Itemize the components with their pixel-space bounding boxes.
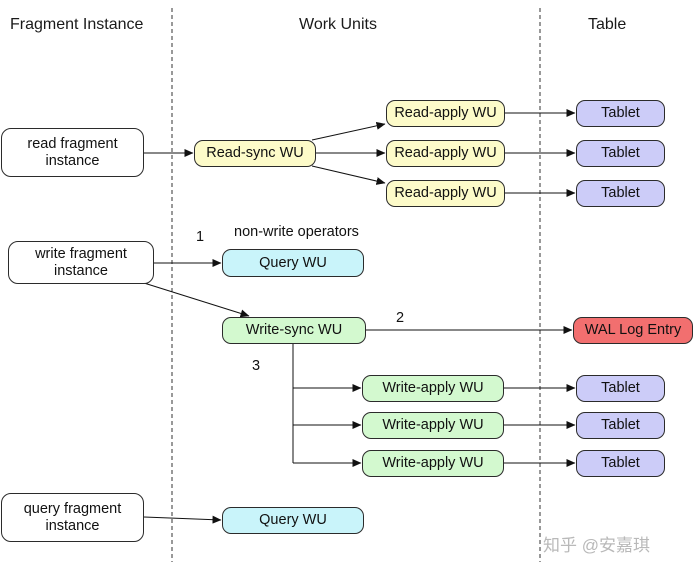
query-wu-label: Query WU [259, 512, 327, 528]
read-fragment-instance-label: read fragment instance [27, 135, 118, 169]
read-apply-wu-label: Read-apply WU [394, 105, 497, 121]
write-sync-wu: Write-sync WU [222, 317, 366, 344]
read-apply-wu-1: Read-apply WU [386, 100, 505, 127]
arrow-read-sync-to-read-apply-1 [311, 121, 386, 141]
step-2-label: 2 [396, 310, 405, 326]
tablet-read-1: Tablet [576, 100, 665, 127]
arrow-read-sync-to-read-apply-3 [311, 165, 386, 185]
query-wu-label: Query WU [259, 254, 327, 271]
query-wu-query: Query WU [222, 507, 364, 534]
step-1-label: 1 [196, 229, 205, 245]
column-title-work-units: Work Units [299, 16, 377, 33]
wal-log-entry: WAL Log Entry [573, 317, 693, 344]
read-apply-wu-2: Read-apply WU [386, 140, 505, 167]
arrow-write-instance-to-write-sync [143, 282, 250, 318]
tablet-label: Tablet [601, 185, 640, 201]
tablet-write-2: Tablet [576, 412, 665, 439]
write-apply-wu-label: Write-apply WU [382, 380, 484, 396]
step-3-label: 3 [252, 358, 261, 374]
query-wu-write: Query WU [222, 249, 364, 277]
write-apply-wu-label: Write-apply WU [382, 417, 484, 433]
non-write-operators-label: non-write operators [234, 224, 359, 240]
write-fragment-instance: write fragment instance [8, 241, 154, 284]
write-sync-wu-label: Write-sync WU [245, 322, 343, 338]
column-title-fragment-instance: Fragment Instance [10, 16, 144, 33]
write-apply-wu-label: Write-apply WU [382, 455, 484, 471]
write-fragment-instance-label: write fragment instance [35, 245, 127, 279]
tablet-label: Tablet [601, 105, 640, 121]
write-apply-wu-2: Write-apply WU [362, 412, 504, 439]
read-apply-wu-3: Read-apply WU [386, 180, 505, 207]
read-fragment-instance: read fragment instance [1, 128, 144, 177]
tablet-label: Tablet [601, 417, 640, 433]
watermark: 知乎 @安嘉琪 [543, 536, 650, 555]
query-fragment-instance: query fragment instance [1, 493, 144, 542]
read-sync-wu: Read-sync WU [194, 140, 316, 167]
write-apply-wu-1: Write-apply WU [362, 375, 504, 402]
tablet-label: Tablet [601, 380, 640, 396]
write-apply-wu-3: Write-apply WU [362, 450, 504, 477]
read-apply-wu-label: Read-apply WU [394, 185, 497, 201]
tablet-read-2: Tablet [576, 140, 665, 167]
wal-log-entry-label: WAL Log Entry [584, 322, 682, 338]
tablet-read-3: Tablet [576, 180, 665, 207]
column-title-table: Table [588, 16, 627, 33]
tablet-label: Tablet [601, 145, 640, 161]
read-apply-wu-label: Read-apply WU [394, 145, 497, 161]
query-fragment-instance-label: query fragment instance [23, 500, 122, 534]
tablet-label: Tablet [601, 455, 640, 471]
tablet-write-3: Tablet [576, 450, 665, 477]
tablet-write-1: Tablet [576, 375, 665, 402]
read-sync-wu-label: Read-sync WU [206, 145, 304, 161]
arrow-query-instance-to-query [143, 515, 222, 524]
